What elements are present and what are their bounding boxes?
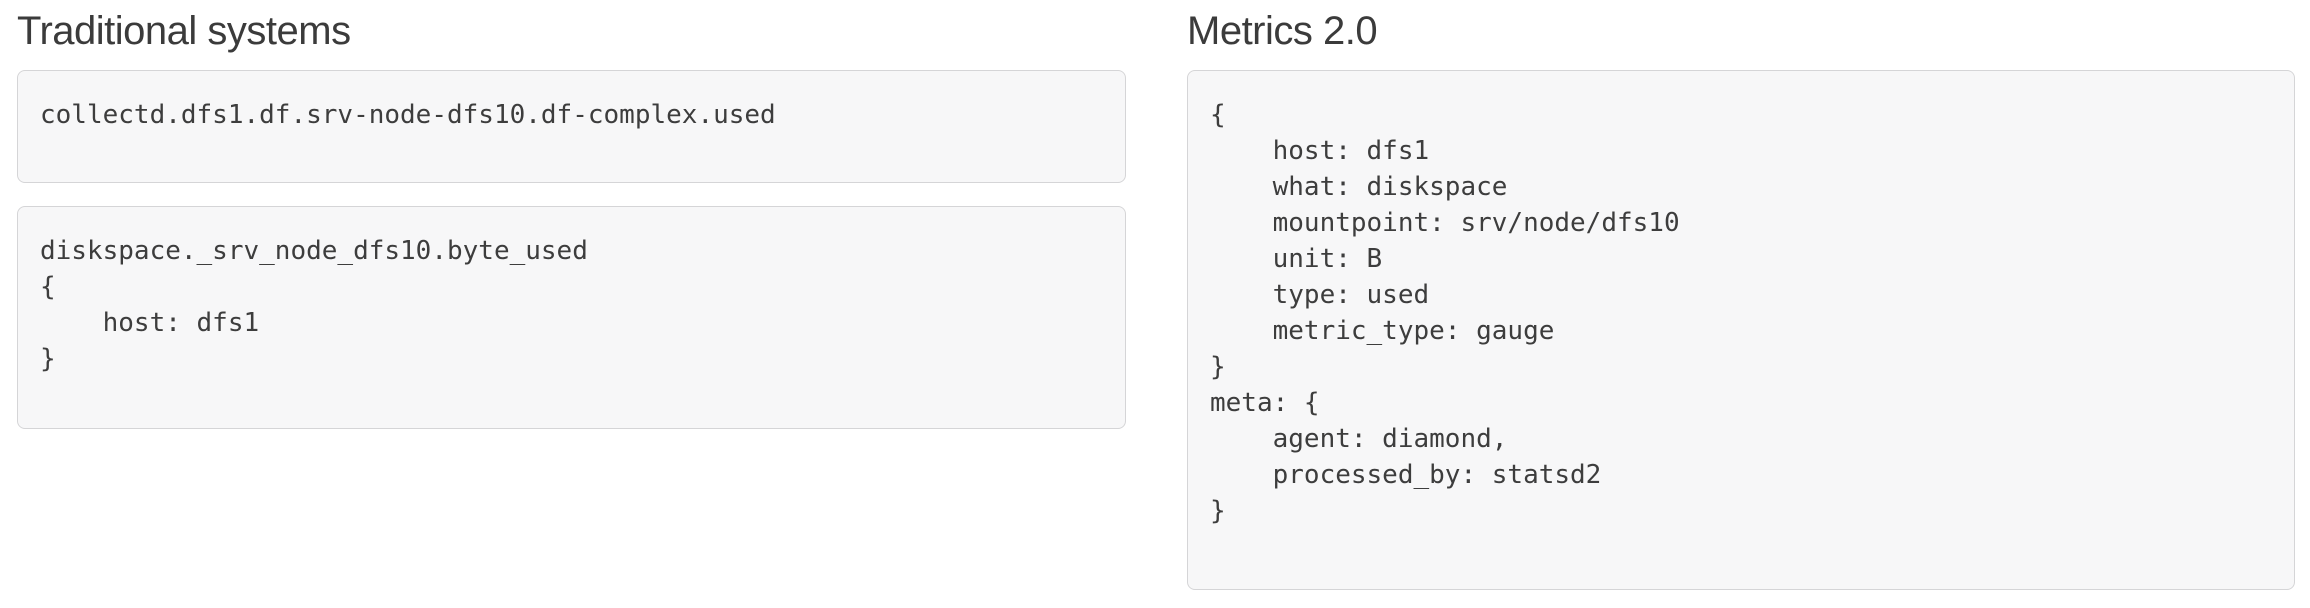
traditional-metric-name-code: collectd.dfs1.df.srv-node-dfs10.df-compl… xyxy=(40,100,776,130)
traditional-systems-title: Traditional systems xyxy=(17,9,351,53)
traditional-metric-name-codeblock: collectd.dfs1.df.srv-node-dfs10.df-compl… xyxy=(17,70,1126,183)
metrics-20-title: Metrics 2.0 xyxy=(1187,9,1378,53)
metrics-20-codeblock: { host: dfs1 what: diskspace mountpoint:… xyxy=(1187,70,2295,590)
traditional-metric-with-tags-code: diskspace._srv_node_dfs10.byte_used { ho… xyxy=(40,236,588,374)
metrics-20-column: Metrics 2.0 { host: dfs1 what: diskspace… xyxy=(1187,0,2295,590)
traditional-systems-column: Traditional systems collectd.dfs1.df.srv… xyxy=(17,0,1126,429)
metrics-comparison-page: Traditional systems collectd.dfs1.df.srv… xyxy=(17,0,2295,590)
metrics-20-code: { host: dfs1 what: diskspace mountpoint:… xyxy=(1210,100,1680,526)
traditional-metric-with-tags-codeblock: diskspace._srv_node_dfs10.byte_used { ho… xyxy=(17,206,1126,429)
